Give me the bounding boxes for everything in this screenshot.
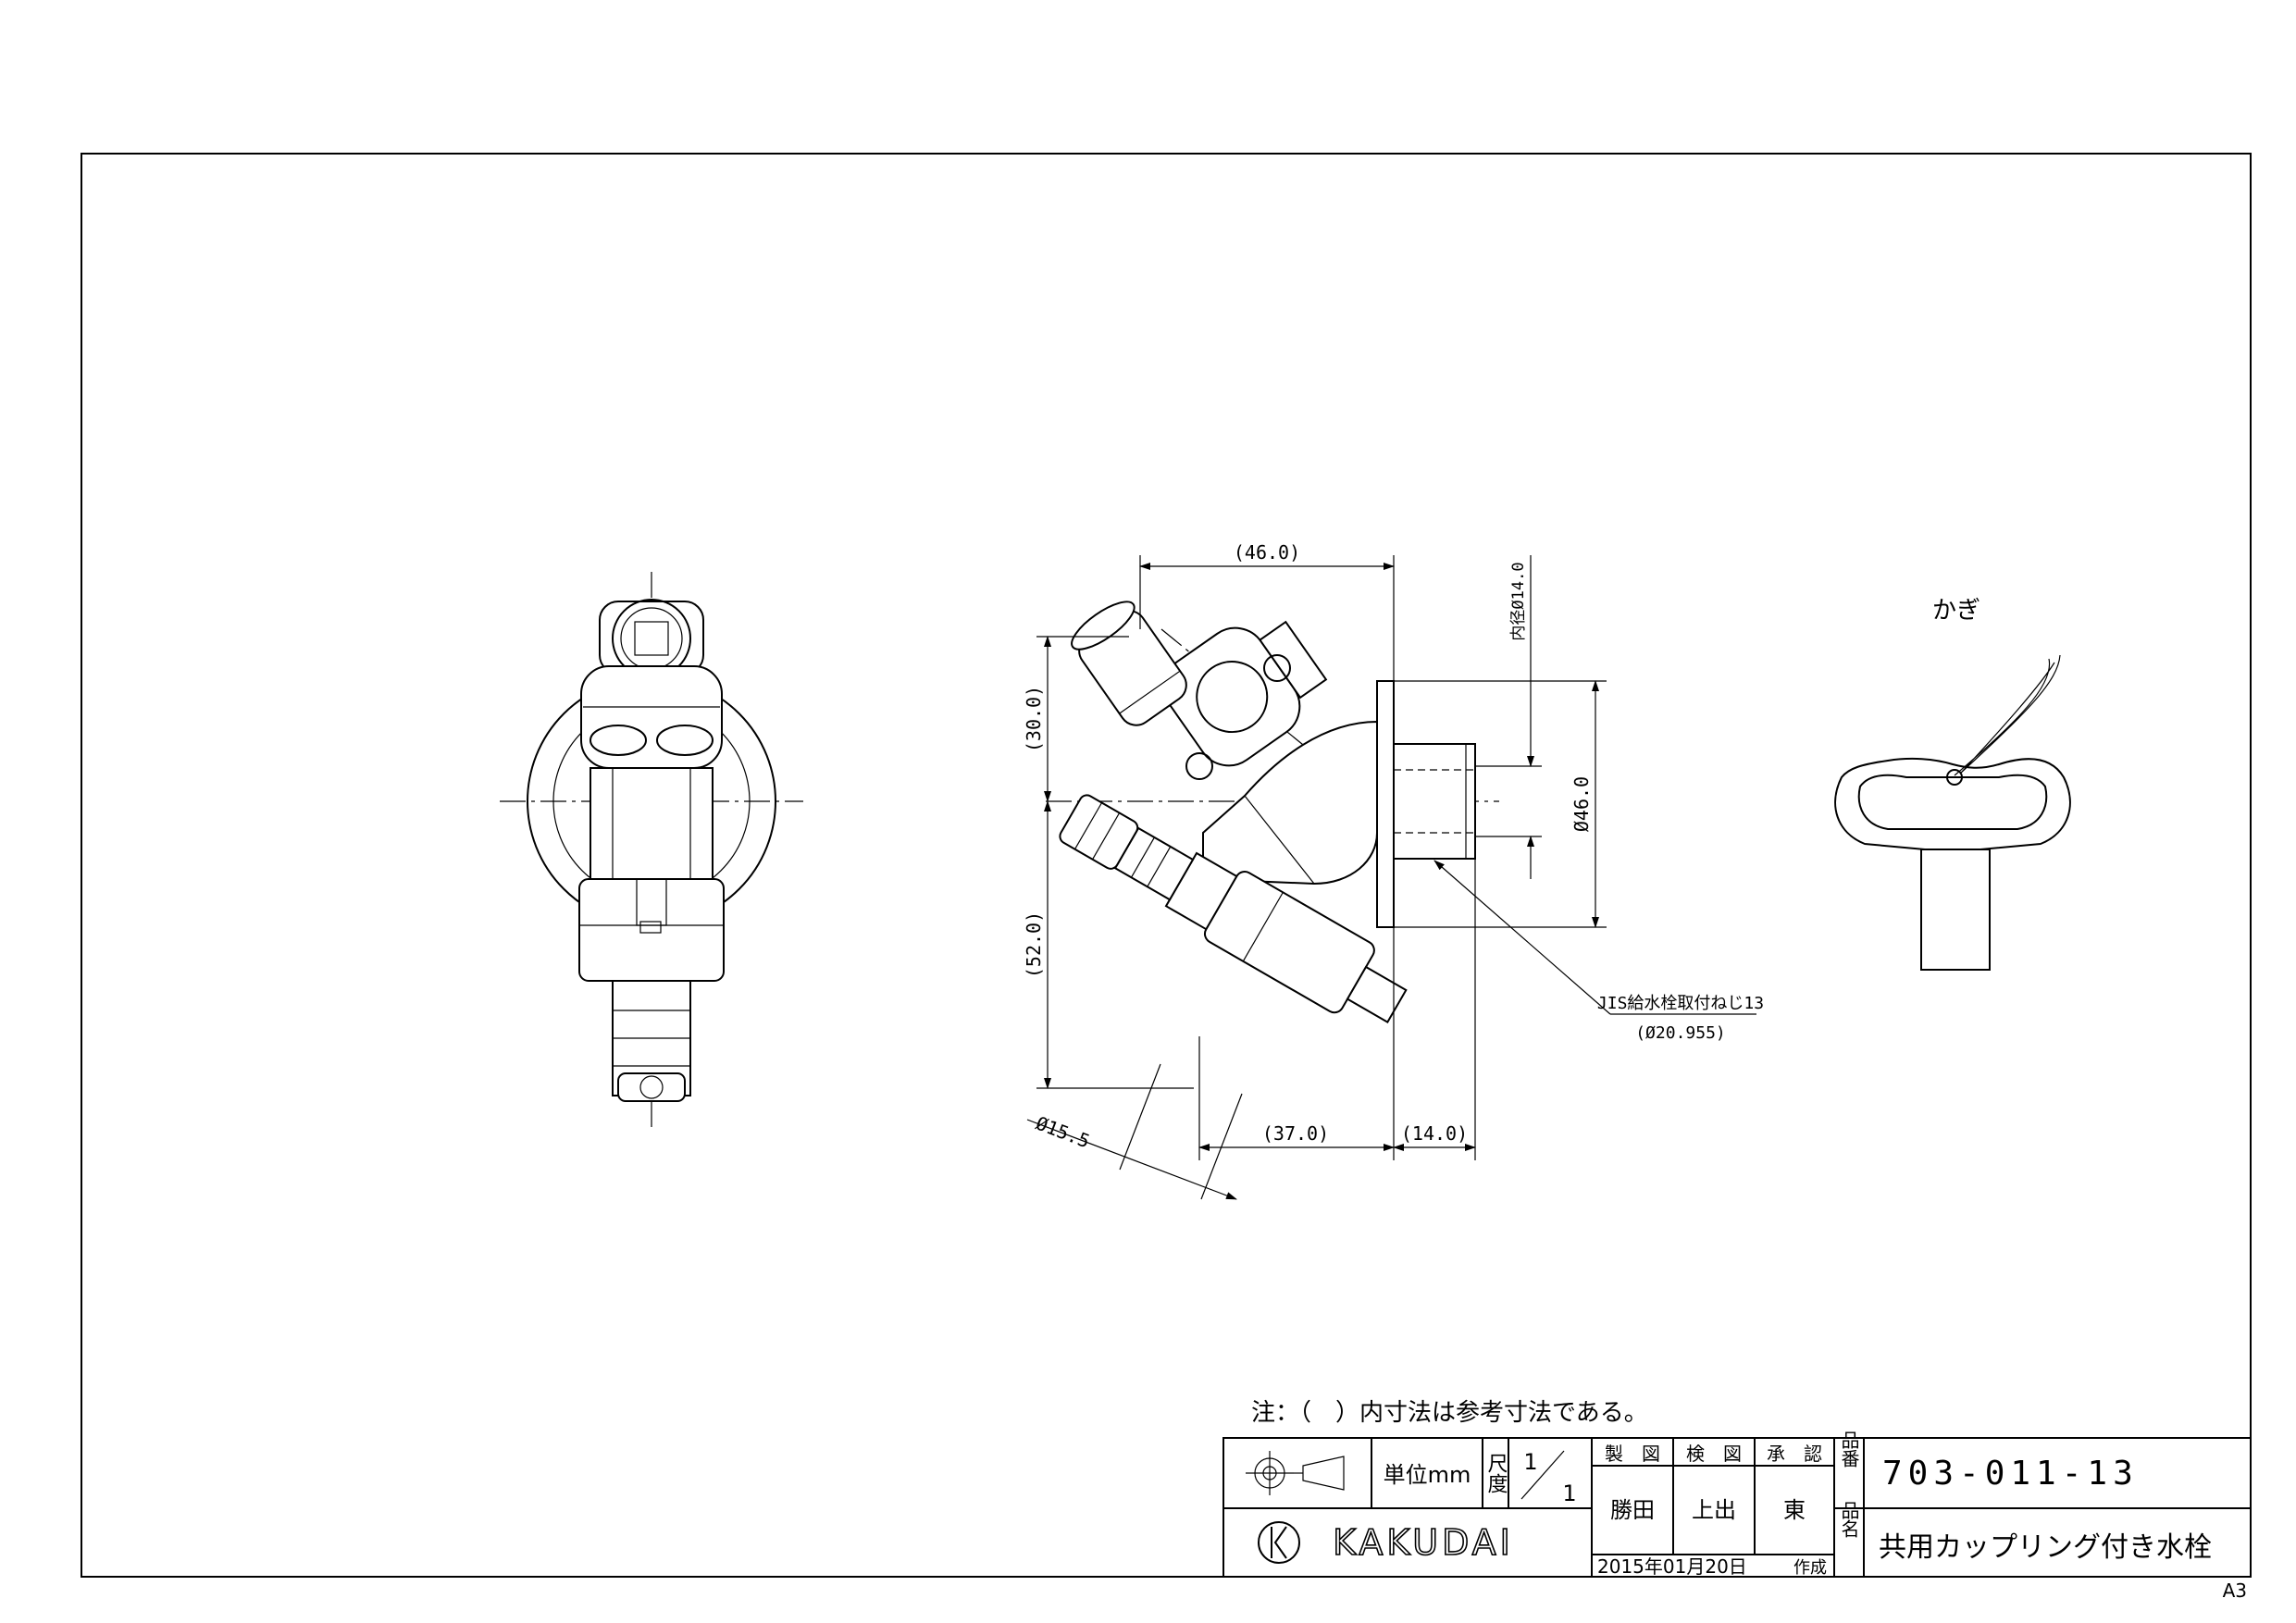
role-checked: 検 図 (1686, 1443, 1742, 1465)
key-label: かぎ (1932, 597, 1980, 625)
dim-top-width: (46.0) (1234, 541, 1300, 564)
dim-flange-diameter: Ø46.0 (1570, 776, 1593, 832)
name-checked: 上出 (1692, 1497, 1736, 1523)
scale-numerator: 1 (1523, 1449, 1537, 1475)
created-date: 2015年01月20日 (1597, 1555, 1747, 1578)
dim-upper-height: (30.0) (1023, 686, 1045, 752)
callout-thread-diameter: (Ø20.955) (1635, 1023, 1726, 1043)
key-view: かぎ (1834, 597, 2071, 971)
drawing-frame (81, 153, 2252, 1578)
callout-thread-spec: JIS給水栓取付ねじ13 (1597, 994, 1764, 1013)
company-name: KAKUDAI (1333, 1522, 1514, 1563)
scale-label: 尺度 (1484, 1453, 1508, 1493)
side-view: (46.0) (30.0) (52.0) 内径Ø14.0 Ø46.0 (37.0… (1023, 541, 1764, 1200)
dim-bottom-offset: (37.0) (1262, 1122, 1329, 1145)
part-name: 共用カップリング付き水栓 (1879, 1531, 2212, 1564)
dim-hose-diameter: Ø15.5 (1033, 1111, 1093, 1152)
sheet-size: A3 (2223, 1580, 2247, 1602)
projection-symbol-icon (1246, 1451, 1345, 1495)
title-block: 単位mm 尺度 1 1 製 図 検 図 承 認 勝田 上出 東 品番 703-0… (1222, 1431, 2252, 1578)
role-drawn: 製 図 (1605, 1443, 1660, 1465)
part-no: 703-011-13 (1882, 1455, 2139, 1493)
dim-inner-diameter: 内径Ø14.0 (1509, 562, 1528, 640)
dim-thread-length: (14.0) (1401, 1122, 1468, 1145)
drawing-note: 注：（ ）内寸法は参考寸法である。 (1251, 1399, 1648, 1427)
unit-label: 単位mm (1384, 1462, 1471, 1488)
dim-lower-height: (52.0) (1023, 911, 1045, 978)
name-approved: 東 (1783, 1497, 1806, 1523)
front-view (500, 572, 803, 1131)
part-no-label: 品番 (1838, 1431, 1860, 1468)
part-name-label: 品名 (1838, 1501, 1860, 1538)
scale-denominator: 1 (1562, 1481, 1576, 1506)
kakudai-logo-icon (1258, 1521, 1300, 1564)
name-drawn: 勝田 (1610, 1497, 1655, 1523)
created-suffix: 作成 (1793, 1558, 1827, 1578)
role-approved: 承 認 (1767, 1443, 1822, 1465)
